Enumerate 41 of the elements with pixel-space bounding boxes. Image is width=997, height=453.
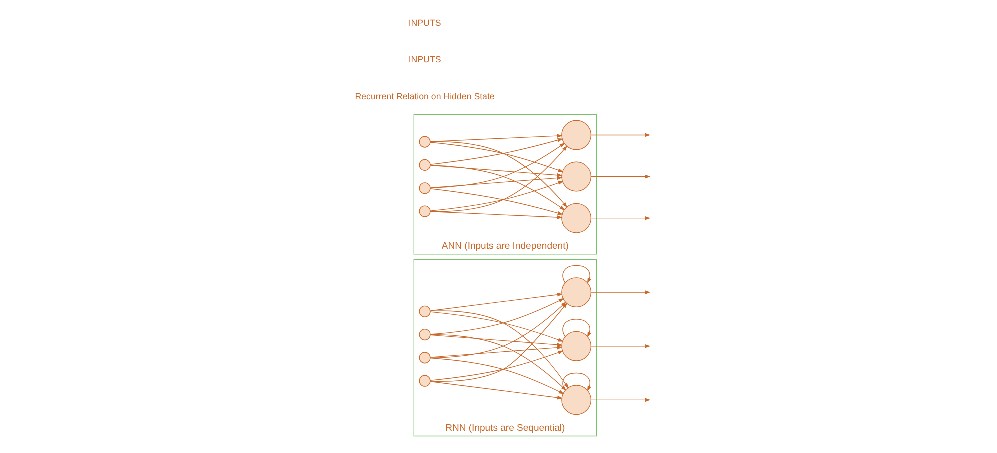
arrow: [562, 319, 592, 338]
node-circle: [419, 375, 431, 387]
arrow: [430, 165, 563, 178]
arrow: [562, 372, 592, 392]
arrow: [430, 142, 564, 172]
node-circle: [419, 306, 431, 318]
arrow: [430, 312, 564, 342]
arrow: [430, 293, 563, 312]
arrow: [562, 265, 592, 284]
arrow: [590, 133, 651, 138]
arrow: [430, 310, 569, 389]
arrow: [430, 188, 564, 216]
arrow: [430, 298, 564, 335]
node-circle: [419, 182, 431, 194]
node-circle: [562, 162, 592, 192]
node-circle: [419, 136, 431, 148]
label: INPUTS: [408, 54, 442, 65]
arrow: [430, 346, 563, 358]
node-circle: [419, 159, 431, 171]
arrow: [430, 334, 563, 347]
arrow: [590, 216, 651, 220]
arrow: [590, 398, 651, 402]
cluster: ANN (Inputs are Independent): [414, 114, 597, 255]
arrow: [430, 143, 566, 189]
arrow: [430, 381, 563, 400]
label: INPUTS: [408, 18, 442, 28]
arrow: [430, 181, 564, 212]
arrow: [590, 290, 651, 294]
arrow: [590, 344, 651, 348]
label: Recurrent Relation on Hidden State: [355, 91, 495, 102]
node-circle: [419, 352, 431, 364]
arrow: [430, 164, 566, 211]
arrow: [430, 350, 564, 381]
node-circle: [419, 329, 431, 341]
arrow: [430, 211, 563, 220]
cluster: RNN (Inputs are Sequential): [414, 260, 597, 437]
arrow: [590, 174, 651, 179]
arrow: [430, 138, 564, 165]
arrow: [430, 358, 564, 394]
node-circle: [419, 206, 431, 218]
arrow: [430, 176, 563, 188]
